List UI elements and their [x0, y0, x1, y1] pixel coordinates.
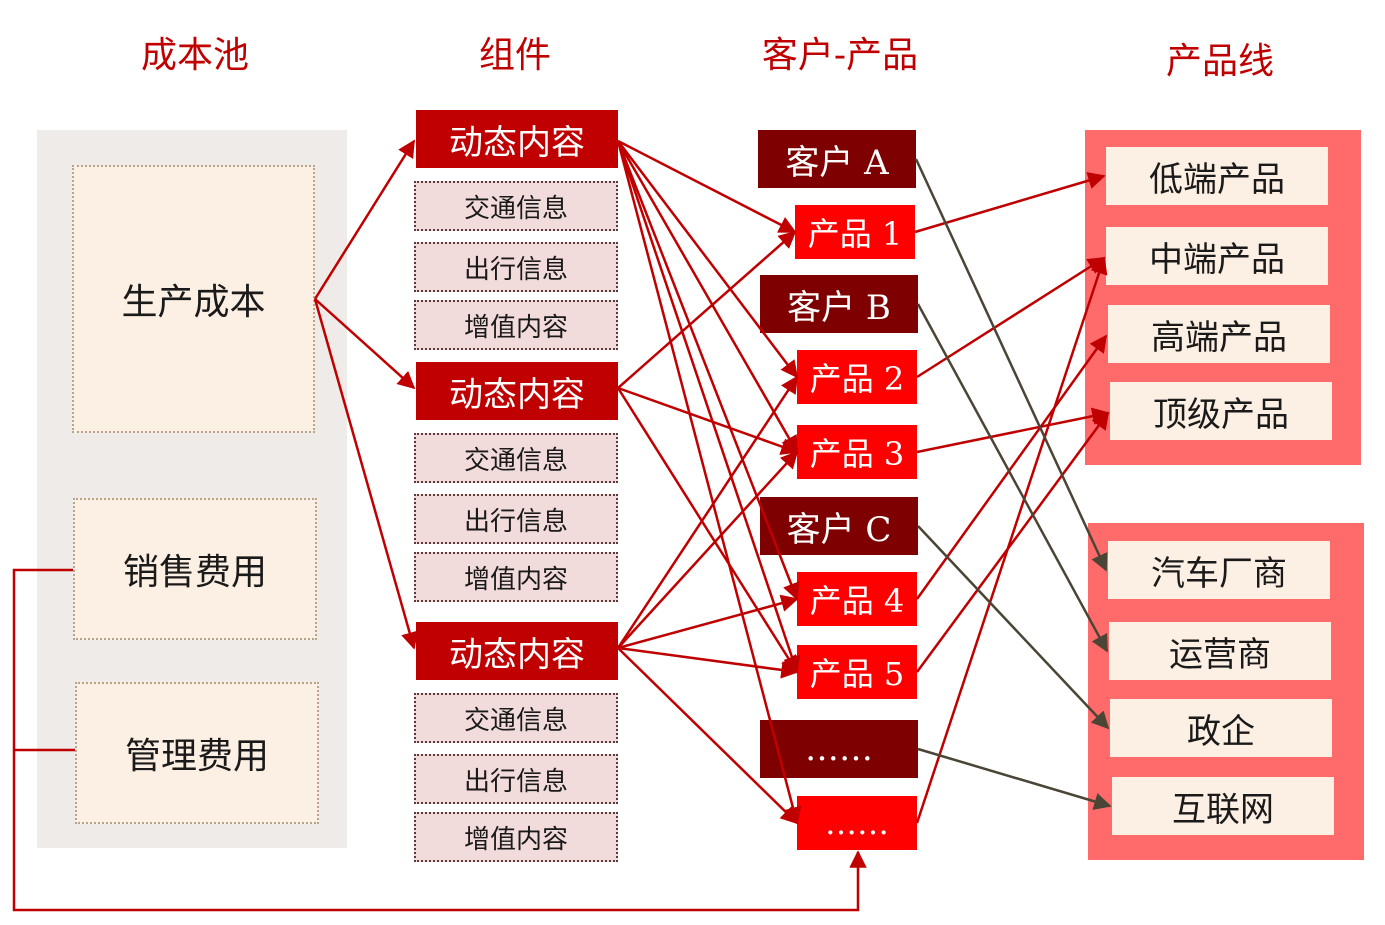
arrow-c3-p5 — [617, 646, 799, 679]
dynamic-content-2: 动态内容 — [416, 362, 618, 420]
arrow-c2-p1 — [617, 230, 797, 389]
automaker-item: 汽车厂商 — [1108, 541, 1330, 599]
customer-c: 客户 C — [760, 497, 918, 555]
arrow-custA-automaker — [914, 158, 1108, 572]
arrow-custB-operator — [916, 303, 1109, 653]
management-expense-box: 管理费用 — [75, 682, 319, 824]
product-5: 产品 5 — [797, 645, 917, 699]
arrow-custmore-internet — [917, 747, 1112, 810]
traffic-info-1: 交通信息 — [414, 181, 618, 231]
dynamic-content-1: 动态内容 — [416, 110, 618, 168]
arrow-c3-pmore — [617, 647, 799, 825]
arrow-p2-mid — [916, 256, 1106, 379]
arrow-c1-p2 — [617, 140, 799, 379]
elbow-sales-mgmt-to-product-more — [12, 568, 867, 912]
arrow-c3-p4 — [617, 594, 799, 650]
customer-b: 客户 B — [760, 275, 918, 333]
customer-product-title: 客户-产品 — [761, 35, 919, 76]
government-enterprise-item: 政企 — [1110, 699, 1332, 757]
arrow-c2-p5 — [616, 387, 799, 674]
arrow-c1-p4 — [616, 140, 800, 601]
dynamic-content-3: 动态内容 — [416, 622, 618, 680]
arrow-pmore-mid — [915, 256, 1108, 824]
arrow-p5-top — [915, 411, 1110, 673]
arrow-c3-p3 — [617, 450, 799, 649]
travel-info-1: 出行信息 — [414, 242, 618, 292]
traffic-info-3: 交通信息 — [414, 693, 618, 743]
top-tier-product: 顶级产品 — [1110, 382, 1332, 440]
product-more: …… — [797, 796, 917, 850]
arrow-p4-high — [915, 334, 1108, 600]
arrow-c2-p3 — [617, 386, 799, 455]
arrow-prod-to-comp1 — [313, 139, 416, 300]
components-title: 组件 — [478, 35, 551, 76]
value-added-3: 增值内容 — [414, 812, 618, 862]
arrow-custC-government — [917, 525, 1110, 730]
arrow-p3-top — [916, 407, 1110, 454]
arrow-c1-p3 — [616, 140, 799, 454]
travel-info-3: 出行信息 — [414, 754, 618, 804]
customer-a: 客户 A — [758, 130, 916, 188]
product-1: 产品 1 — [795, 205, 915, 259]
arrow-c1-p1 — [617, 139, 797, 234]
product-line-title: 产品线 — [1165, 41, 1274, 82]
mid-end-product: 中端产品 — [1106, 227, 1328, 285]
sales-expense-box: 销售费用 — [73, 498, 317, 640]
cost-pool-title: 成本池 — [140, 35, 249, 76]
product-3: 产品 3 — [797, 425, 917, 479]
arrow-prod-to-comp3 — [313, 298, 419, 650]
arrow-prod-to-comp2 — [314, 298, 416, 390]
product-2: 产品 2 — [797, 350, 917, 404]
customer-more: …… — [760, 720, 918, 778]
production-cost-box: 生产成本 — [72, 165, 315, 433]
travel-info-2: 出行信息 — [414, 494, 618, 544]
arrow-c1-p5 — [616, 140, 801, 674]
arrow-p1-low — [914, 172, 1106, 234]
low-end-product: 低端产品 — [1106, 147, 1328, 205]
operator-item: 运营商 — [1109, 622, 1331, 680]
arrow-c1-pmore — [616, 140, 802, 825]
arrow-c3-p2 — [616, 375, 799, 649]
value-added-1: 增值内容 — [414, 300, 618, 350]
internet-item: 互联网 — [1112, 777, 1334, 835]
product-4: 产品 4 — [797, 572, 917, 626]
traffic-info-2: 交通信息 — [414, 433, 618, 483]
value-added-2: 增值内容 — [414, 552, 618, 602]
high-end-product: 高端产品 — [1108, 305, 1330, 363]
